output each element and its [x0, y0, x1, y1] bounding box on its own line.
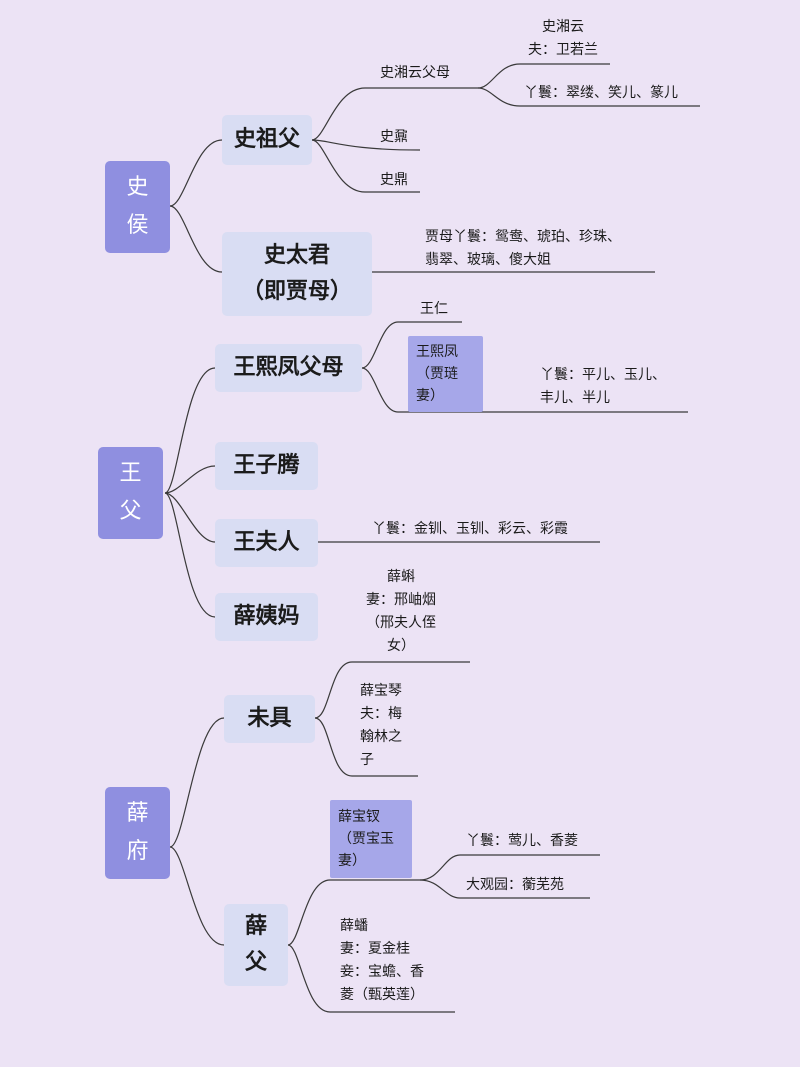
node-weiju-label: 未具 — [247, 706, 292, 731]
leaf-xue-ke: 薛蝌 妻：邢岫烟 （邢夫人侄 女） — [366, 569, 436, 654]
node-xue-fu-label: 薛 父 — [244, 914, 267, 975]
leaf-xue-baoqin: 薛宝琴 夫：梅 翰林之 子 — [360, 683, 402, 768]
leaf-xue-pan: 薛蟠 妻：夏金桂 妾：宝蟾、香 菱（甄英莲） — [340, 918, 424, 1003]
node-wang-ziteng: 王子腾 — [215, 442, 318, 490]
leaf-jiamu-maids: 贾母丫鬟：鸳鸯、琥珀、珍珠、 翡翠、玻璃、傻大姐 — [425, 229, 621, 268]
root-shi-hou-label: 史 侯 — [126, 175, 149, 238]
node-shi-zufu-label: 史祖父 — [233, 127, 300, 152]
node-shi-zufu: 史祖父 — [222, 115, 312, 165]
node-wang-xifeng: 王熙凤 （贾琏 妻） — [408, 336, 483, 412]
leaf-baochai-maids: 丫鬟：莺儿、香菱 — [466, 833, 578, 849]
node-wang-furen-label: 王夫人 — [233, 530, 300, 555]
leaf-wangfuren-maids: 丫鬟：金钏、玉钏、彩云、彩霞 — [372, 521, 568, 537]
root-shi-hou: 史 侯 — [105, 161, 170, 253]
leaf-wang-ren: 王仁 — [420, 301, 448, 317]
root-xue-fu: 薛 府 — [105, 787, 170, 879]
node-wang-xifeng-label: 王熙凤 （贾琏 妻） — [416, 344, 458, 404]
leaf-shi-nai: 史鼐 — [380, 129, 408, 145]
root-xue-fu-label: 薛 府 — [126, 801, 149, 864]
node-shi-taijun-label: 史太君 （即贾母） — [241, 243, 352, 304]
node-xue-baochai-label: 薛宝钗 （贾宝玉 妻） — [338, 809, 394, 869]
node-xue-yima-label: 薛姨妈 — [233, 604, 300, 629]
node-wang-xifeng-parents-label: 王熙凤父母 — [233, 355, 344, 380]
node-wang-ziteng-label: 王子腾 — [233, 453, 300, 478]
node-wang-xifeng-parents: 王熙凤父母 — [215, 344, 362, 392]
leaf-xiangyun-parents: 史湘云父母 — [380, 65, 450, 81]
node-xue-baochai: 薛宝钗 （贾宝玉 妻） — [330, 800, 412, 878]
node-wang-furen: 王夫人 — [215, 519, 318, 567]
leaf-xiangyun: 史湘云 夫：卫若兰 — [528, 19, 598, 58]
node-xue-fu: 薛 父 — [224, 904, 288, 986]
leaf-daguanyuan: 大观园：蘅芜苑 — [466, 877, 564, 893]
leaf-xiangyun-maids: 丫鬟：翠缕、笑儿、篆儿 — [524, 85, 678, 101]
root-wang-fu: 王 父 — [98, 447, 163, 539]
node-xue-yima: 薛姨妈 — [215, 593, 318, 641]
node-shi-taijun: 史太君 （即贾母） — [222, 232, 372, 316]
leaf-xifeng-maids: 丫鬟：平儿、玉儿、 丰儿、半儿 — [540, 367, 666, 406]
leaf-shi-ding: 史鼎 — [380, 172, 408, 188]
node-weiju: 未具 — [224, 695, 315, 743]
root-wang-fu-label: 王 父 — [119, 461, 142, 524]
